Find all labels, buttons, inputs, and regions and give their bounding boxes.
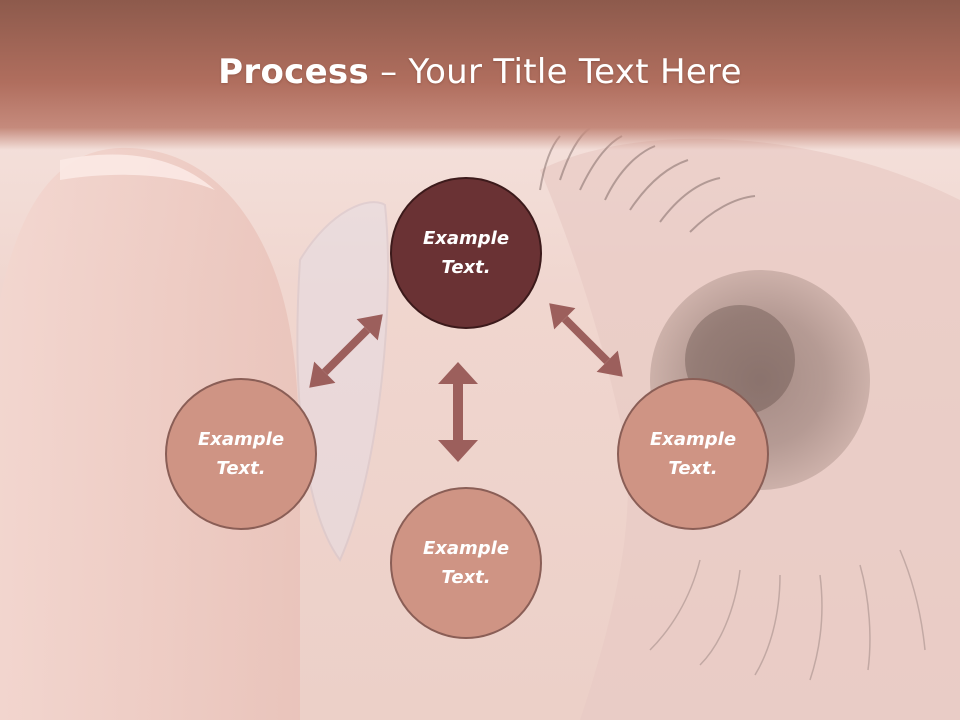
node-bottom[interactable]: Example Text. <box>390 487 542 639</box>
node-left[interactable]: Example Text. <box>165 378 317 530</box>
node-top[interactable]: Example Text. <box>390 177 542 329</box>
node-bottom-label: Example Text. <box>422 538 510 588</box>
title-bar: Process – Your Title Text Here <box>0 0 960 150</box>
title-rest: Your Title Text Here <box>408 52 742 92</box>
node-top-label: Example Text. <box>422 228 510 278</box>
slide-title: Process – Your Title Text Here <box>0 52 960 92</box>
node-right-label: Example Text. <box>649 429 737 479</box>
node-left-label: Example Text. <box>197 429 285 479</box>
title-dash: – <box>369 52 409 92</box>
node-right[interactable]: Example Text. <box>617 378 769 530</box>
title-strong: Process <box>218 52 370 92</box>
